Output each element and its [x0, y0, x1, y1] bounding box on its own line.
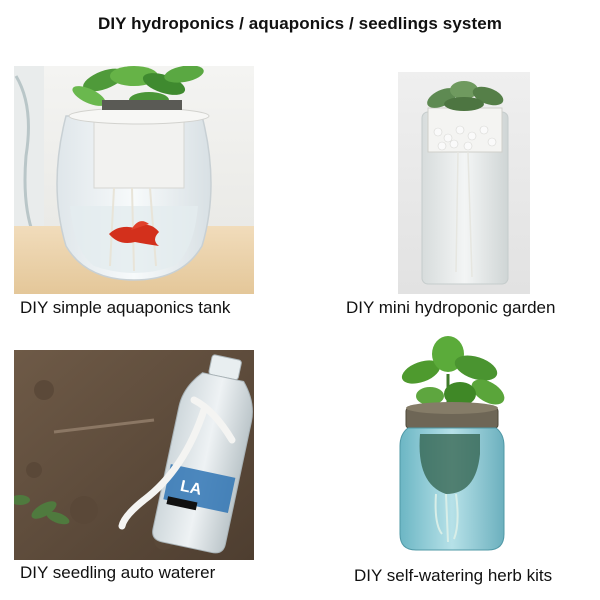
hydroponic-garden-photo [398, 72, 530, 294]
caption-aquaponics-tank: DIY simple aquaponics tank [20, 298, 231, 317]
page-title: DIY hydroponics / aquaponics / seedlings… [97, 14, 502, 33]
cloth-wick [118, 406, 208, 530]
succulent-leaves [427, 81, 504, 111]
caption-hydroponic-garden: DIY mini hydroponic garden [346, 298, 556, 317]
bottle-label-text: LA [179, 478, 204, 499]
herb-kit-photo [376, 334, 526, 558]
basil-leaves [401, 336, 505, 414]
caption-seedling-waterer: DIY seedling auto waterer [20, 563, 216, 582]
seedling-leaves [14, 495, 70, 525]
caption-herb-kit: DIY self-watering herb kits [354, 566, 553, 585]
plant-leaves [72, 66, 204, 110]
betta-fish [109, 221, 159, 246]
aquaponics-tank-photo [14, 66, 254, 294]
seedling-waterer-photo: LA [14, 350, 254, 560]
